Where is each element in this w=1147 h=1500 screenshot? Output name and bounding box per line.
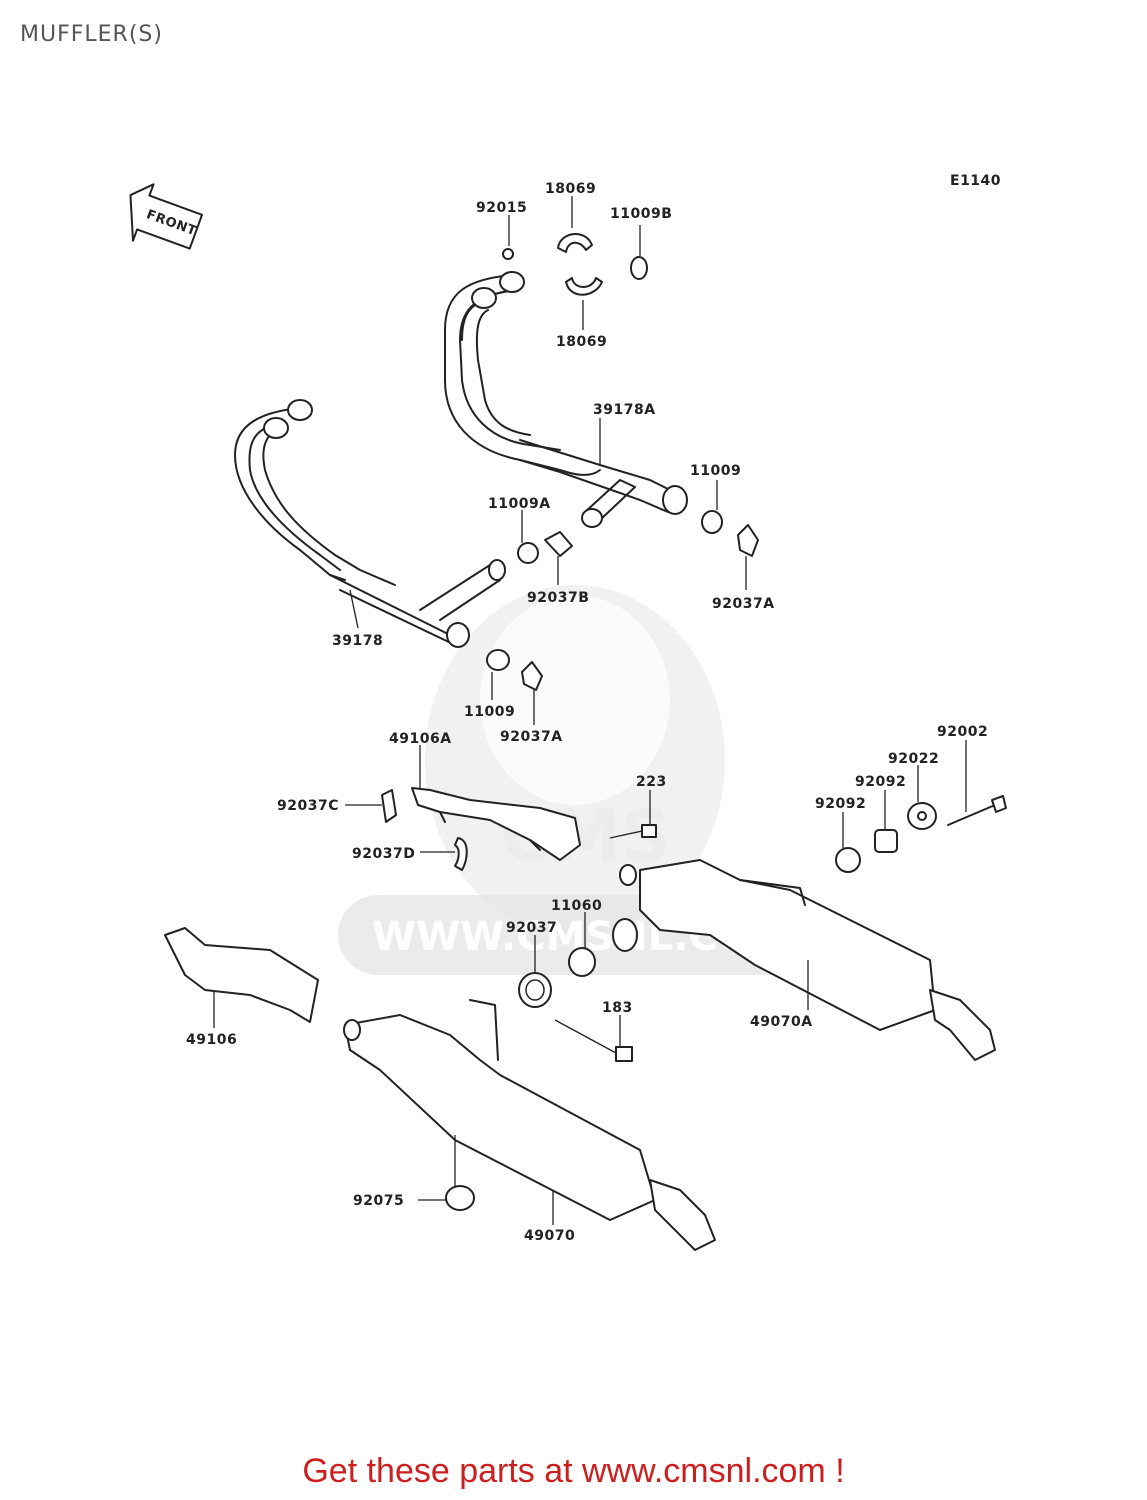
nut-92015: [502, 248, 514, 260]
label-92022: 92022: [888, 751, 939, 767]
label-183: 183: [602, 1000, 633, 1016]
label-11060: 11060: [551, 898, 602, 914]
label-11009A: 11009A: [488, 496, 551, 512]
parts-diagram: CMS WWW.CMSNL.COM E1140 FRONT: [129, 173, 1007, 1251]
label-18069-top: 18069: [545, 181, 596, 197]
clamp-half-18069-bottom: [565, 277, 603, 296]
label-92002: 92002: [937, 724, 988, 740]
label-49106A: 49106A: [389, 731, 452, 747]
part-labels: 92015 18069 11009B 18069 39178A 11009 11…: [186, 181, 988, 1244]
diagram-code: E1140: [950, 173, 1001, 189]
label-92075: 92075: [353, 1193, 404, 1209]
holder-92037D: [454, 837, 468, 871]
label-92092-outer: 92092: [815, 796, 866, 812]
gasket-11009B: [630, 256, 648, 280]
label-11009B: 11009B: [610, 206, 672, 222]
label-39178A: 39178A: [593, 402, 656, 418]
label-92092-inner: 92092: [855, 774, 906, 790]
damper-92092-outer: [835, 847, 861, 873]
label-92037D: 92037D: [352, 846, 415, 862]
muffler-49070A: [612, 859, 996, 1061]
gasket-11009-right: [701, 510, 723, 534]
gasket-11060: [568, 947, 596, 977]
label-92037A-left: 92037A: [500, 729, 563, 745]
bolt-92002: [947, 795, 1007, 826]
label-39178: 39178: [332, 633, 383, 649]
label-92037A-right: 92037A: [712, 596, 775, 612]
washer-92022: [907, 802, 937, 830]
label-18069-bottom: 18069: [556, 334, 607, 350]
damper-92092-inner: [874, 829, 898, 853]
front-arrow-icon: FRONT: [129, 183, 204, 250]
exhaust-pipe-39178: [234, 399, 506, 648]
label-49070: 49070: [524, 1228, 575, 1244]
cover-49106A: [411, 787, 581, 861]
bolt-183: [554, 1019, 633, 1062]
page-title: MUFFLER(S): [20, 22, 163, 47]
label-49106: 49106: [186, 1032, 237, 1048]
label-92037: 92037: [506, 920, 557, 936]
promo-link[interactable]: Get these parts at www.cmsnl.com !: [302, 1452, 845, 1490]
exhaust-pipe-39178A: [444, 271, 688, 528]
label-92037B: 92037B: [527, 590, 589, 606]
label-223: 223: [636, 774, 667, 790]
holder-92037C: [381, 789, 397, 823]
holder-92037A-right: [737, 524, 759, 557]
label-49070A: 49070A: [750, 1014, 813, 1030]
holder-92037A-left: [521, 661, 543, 691]
cover-49106: [164, 927, 319, 1023]
label-11009-right: 11009: [690, 463, 741, 479]
label-92015: 92015: [476, 200, 527, 216]
clamp-92037: [518, 972, 552, 1008]
gasket-11009A: [517, 542, 539, 564]
bolt-223: [609, 824, 657, 839]
gasket-11009-left: [486, 649, 510, 671]
damper-92075: [445, 1185, 475, 1211]
holder-92037B: [544, 531, 573, 557]
leader-lines: [213, 196, 967, 1225]
label-92037C: 92037C: [277, 798, 339, 814]
muffler-49070: [343, 999, 716, 1251]
label-11009-left: 11009: [464, 704, 515, 720]
clamp-half-18069-top: [557, 233, 593, 253]
